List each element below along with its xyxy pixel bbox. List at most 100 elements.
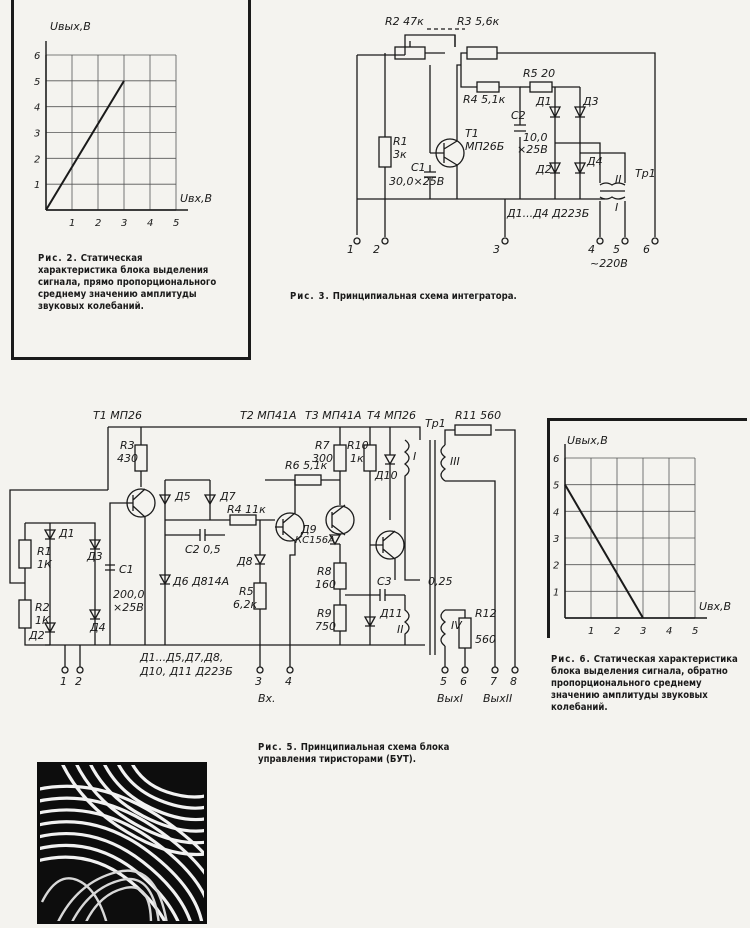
fig5-pin-6 <box>461 666 469 674</box>
x-tick-label: 4 <box>147 218 153 229</box>
fig5-tr-w2 <box>403 595 410 645</box>
fig5-d11 <box>363 595 377 645</box>
fig5-tr-w1 <box>403 439 420 581</box>
fig5-r1 <box>18 539 32 569</box>
x-tick-label: 2 <box>614 626 620 637</box>
fig5-r3-value: 430 <box>117 452 138 465</box>
x-tick-label: 1 <box>69 218 75 229</box>
fig5-t3 <box>325 505 355 535</box>
fig3-c2-value2: ×25В <box>517 143 548 156</box>
fig3-pin-4 <box>596 237 604 245</box>
fig2-xlabel: Uвх,В <box>180 192 212 205</box>
fig5-d7 <box>203 494 217 506</box>
fig5-d8-label: Д8 <box>236 555 253 568</box>
fig5-w2-label: II <box>397 623 404 636</box>
x-tick-label: 1 <box>588 626 594 637</box>
fig5-pin-7 <box>491 666 499 674</box>
moire-photo <box>37 762 207 924</box>
fig3-d4-label: Д4 <box>586 155 603 168</box>
fig3-d3-label: Д3 <box>582 95 599 108</box>
fig5-r5-label: R5 <box>239 585 254 598</box>
fig3-mains-label: ~220В <box>590 257 628 270</box>
fig5-c2-label: C2 0,5 <box>185 543 221 556</box>
fig5-d6 <box>158 574 172 586</box>
x-tick-label: 2 <box>95 218 101 229</box>
fig5-r2-value: 1К <box>35 614 51 627</box>
y-tick-label: 1 <box>34 180 40 191</box>
fig3-t1-label: T1 <box>465 127 479 140</box>
fig3-pin-3 <box>501 237 509 245</box>
fig5-r7 <box>333 444 347 472</box>
fig5-r2 <box>18 599 32 629</box>
fig5-caption-ris: Рис. 5. <box>258 742 298 753</box>
fig3-pin-1 <box>353 237 361 245</box>
y-tick-label: 4 <box>34 103 40 114</box>
fig3-tr-w1 <box>599 196 626 200</box>
fig5-circuit: T1 МП26 T2 МП41А T3 МП41А T4 МП26 Тр1 R1… <box>9 409 519 688</box>
fig5-r9-label: R9 <box>317 607 332 620</box>
fig3-r4 <box>476 81 500 93</box>
fig3-c1 <box>424 165 436 199</box>
fig5-c3-label: C3 <box>377 575 392 588</box>
fig5-r9-value: 750 <box>315 620 336 633</box>
fig3-r2-label: R2 47к <box>385 15 424 28</box>
fig5-r7-label: R7 <box>315 439 330 452</box>
y-tick-label: 5 <box>553 481 559 492</box>
fig5-d3 <box>88 539 102 551</box>
fig5-tr-label: Тр1 <box>425 417 446 430</box>
fig5-d5-label: Д5 <box>174 490 191 503</box>
fig5-tr-w4 <box>440 609 447 647</box>
fig5-caption: Рис. 5. Принципиальная схема блока управ… <box>258 742 508 766</box>
fig5-r2-label: R2 <box>35 601 50 614</box>
fig5-c1-value2: ×25В <box>113 601 144 614</box>
fig3-pin-4-label: 4 <box>588 243 595 256</box>
fig5-d3-label: Д3 <box>86 550 103 563</box>
fig5-d2 <box>43 622 57 634</box>
x-tick-label: 3 <box>121 218 127 229</box>
fig5-pin-6-label: 6 <box>460 675 467 688</box>
fig6-ylabel: Uвых,В <box>567 434 608 447</box>
fig6-caption: Рис. 6. Статическая характеристика блока… <box>551 654 741 714</box>
fig5-r4-label: R4 11к <box>227 503 266 516</box>
fig5-d4-label: Д4 <box>89 621 106 634</box>
fig5-d6-label: Д6 Д814А <box>172 575 229 588</box>
fig3-r1-label: R1 <box>393 135 408 148</box>
fig5-r10-value: 1к <box>350 452 364 465</box>
fig3-caption-text: Принципиальная схема интегратора. <box>332 291 517 302</box>
fig5-t2-label: T2 МП41А <box>240 409 297 422</box>
fig5-pin-5-label: 5 <box>440 675 447 688</box>
fig5-d4 <box>88 609 102 621</box>
fig5-pin-8-label: 8 <box>510 675 517 688</box>
fig5-r4 <box>229 514 257 526</box>
fig3-d4 <box>573 162 587 175</box>
fig5-pin-3 <box>256 666 264 674</box>
fig5-pin-8 <box>511 666 519 674</box>
fig5-r6-label: R6 5,1к <box>285 459 328 472</box>
fig3-r1-value: 3к <box>393 148 407 161</box>
fig5-r12-label: R12 <box>475 607 497 620</box>
fig5-d7-label: Д7 <box>219 490 236 503</box>
fig5-d9-label: Д9 <box>300 523 317 536</box>
fig2-grid <box>45 41 188 211</box>
fig2-ylabel: Uвых,В <box>50 20 91 33</box>
fig3-d2 <box>548 162 562 175</box>
fig5-diodes-b: Д10, Д11 Д223Б <box>139 665 233 678</box>
fig3-r3 <box>466 46 498 60</box>
y-tick-label: 3 <box>553 534 559 545</box>
fig5-d10-label: Д10 <box>374 469 398 482</box>
fig5-r11 <box>454 424 492 436</box>
fig5-top-rail <box>108 426 421 440</box>
fig2-caption-text: Статическая характеристика блока выделен… <box>38 253 217 312</box>
fig2-caption: Рис. 2. Статическая характеристика блока… <box>38 253 224 313</box>
fig5-c3 <box>345 589 405 601</box>
fig5-r7-value: 300 <box>312 452 333 465</box>
fig3-r2 <box>394 46 426 60</box>
fig5-pin-3-label: 3 <box>255 675 262 688</box>
fig5-tr-w3 <box>440 444 447 482</box>
y-tick-label: 2 <box>34 154 40 165</box>
moire-pattern <box>37 762 207 924</box>
fig3-c2 <box>514 124 526 132</box>
fig5-w3-label: III <box>450 455 460 468</box>
